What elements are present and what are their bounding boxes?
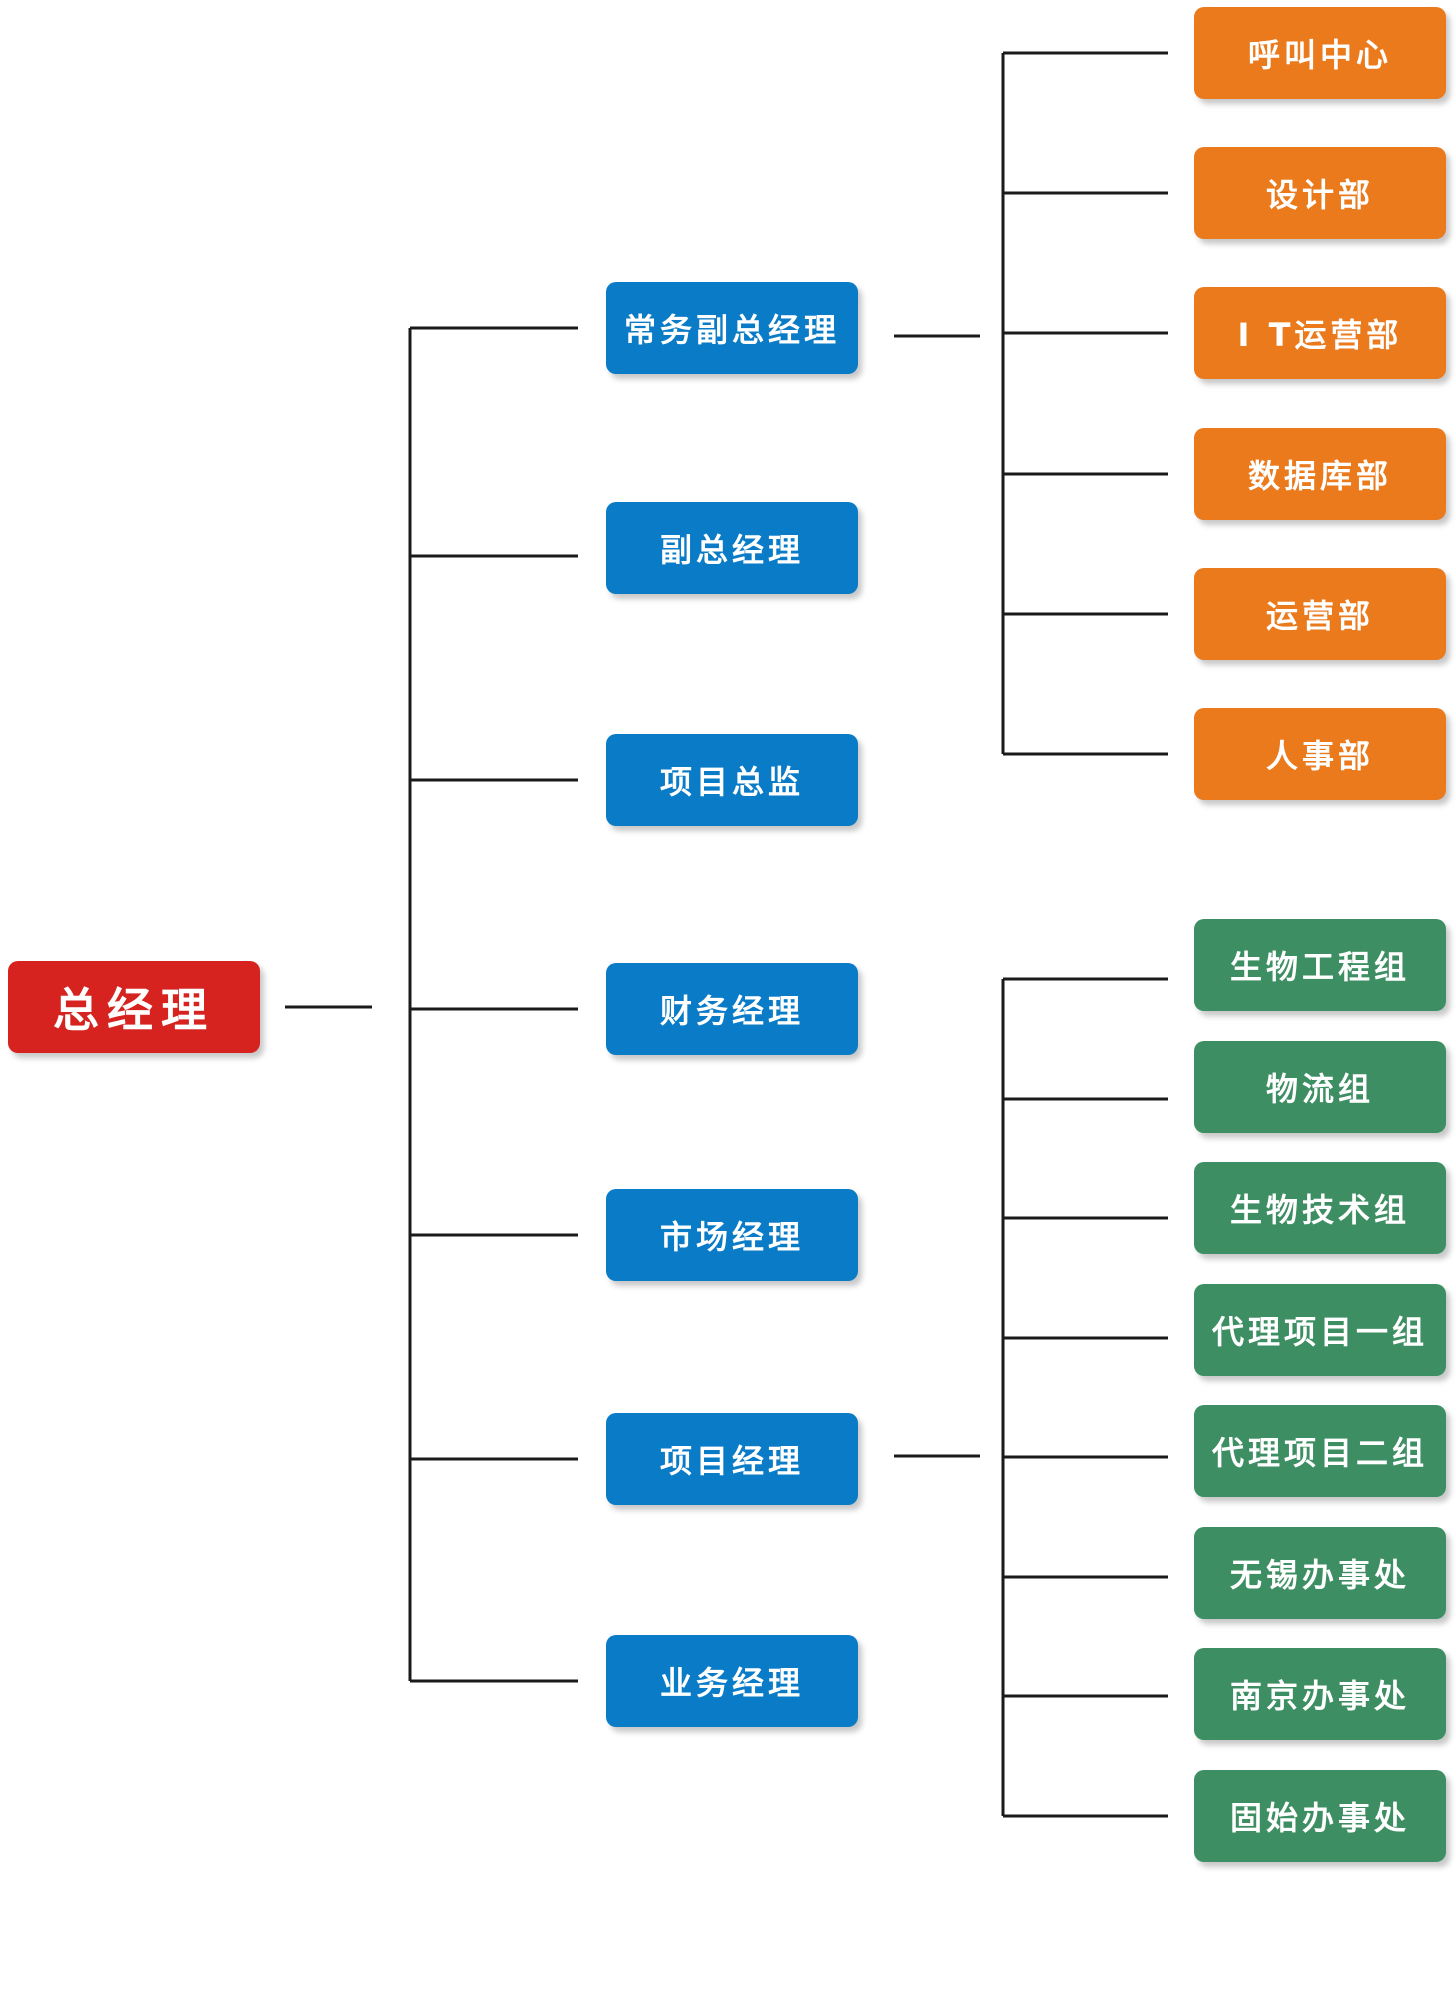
manager-label: 副总经理 — [659, 531, 804, 569]
manager-node-business[interactable]: 业务经理 — [606, 1635, 858, 1727]
group-label: 代理项目一组 — [1211, 1313, 1428, 1351]
manager-node-finance[interactable]: 财务经理 — [606, 963, 858, 1055]
general-manager-label: 总经理 — [53, 983, 215, 1037]
department-label: 运营部 — [1265, 597, 1374, 635]
manager-label: 项目总监 — [659, 763, 804, 801]
department-node-hr[interactable]: 人事部 — [1194, 708, 1446, 800]
group-label: 固始办事处 — [1229, 1799, 1410, 1837]
department-label: 数据库部 — [1247, 457, 1392, 495]
group-label: 物流组 — [1265, 1070, 1374, 1108]
department-label: 设计部 — [1265, 176, 1374, 214]
manager-label: 常务副总经理 — [623, 311, 840, 349]
group-node-logistics[interactable]: 物流组 — [1194, 1041, 1446, 1133]
department-label: I T运营部 — [1237, 316, 1403, 354]
department-node-it-ops[interactable]: I T运营部 — [1194, 287, 1446, 379]
department-label: 呼叫中心 — [1247, 36, 1392, 74]
department-label: 人事部 — [1265, 737, 1374, 775]
department-node-call-center[interactable]: 呼叫中心 — [1194, 7, 1446, 99]
manager-label: 财务经理 — [659, 992, 804, 1030]
manager-node-executive-vp[interactable]: 常务副总经理 — [606, 282, 858, 374]
group-node-gushi-office[interactable]: 固始办事处 — [1194, 1770, 1446, 1862]
group-label: 生物工程组 — [1229, 948, 1410, 986]
group-node-agency-1[interactable]: 代理项目一组 — [1194, 1284, 1446, 1376]
department-node-design[interactable]: 设计部 — [1194, 147, 1446, 239]
manager-node-project-director[interactable]: 项目总监 — [606, 734, 858, 826]
group-node-nanjing-office[interactable]: 南京办事处 — [1194, 1648, 1446, 1740]
general-manager-node[interactable]: 总经理 — [8, 961, 260, 1053]
group-node-agency-2[interactable]: 代理项目二组 — [1194, 1405, 1446, 1497]
department-node-database[interactable]: 数据库部 — [1194, 428, 1446, 520]
group-label: 南京办事处 — [1229, 1677, 1410, 1715]
group-label: 生物技术组 — [1229, 1191, 1410, 1229]
group-node-wuxi-office[interactable]: 无锡办事处 — [1194, 1527, 1446, 1619]
manager-label: 业务经理 — [659, 1664, 804, 1702]
group-label: 代理项目二组 — [1211, 1434, 1428, 1472]
group-node-bioengineering[interactable]: 生物工程组 — [1194, 919, 1446, 1011]
manager-label: 项目经理 — [659, 1442, 804, 1480]
group-label: 无锡办事处 — [1229, 1556, 1410, 1594]
manager-node-marketing[interactable]: 市场经理 — [606, 1189, 858, 1281]
manager-label: 市场经理 — [659, 1218, 804, 1256]
department-node-operations[interactable]: 运营部 — [1194, 568, 1446, 660]
manager-node-project-manager[interactable]: 项目经理 — [606, 1413, 858, 1505]
manager-node-vice-gm[interactable]: 副总经理 — [606, 502, 858, 594]
group-node-biotech[interactable]: 生物技术组 — [1194, 1162, 1446, 1254]
